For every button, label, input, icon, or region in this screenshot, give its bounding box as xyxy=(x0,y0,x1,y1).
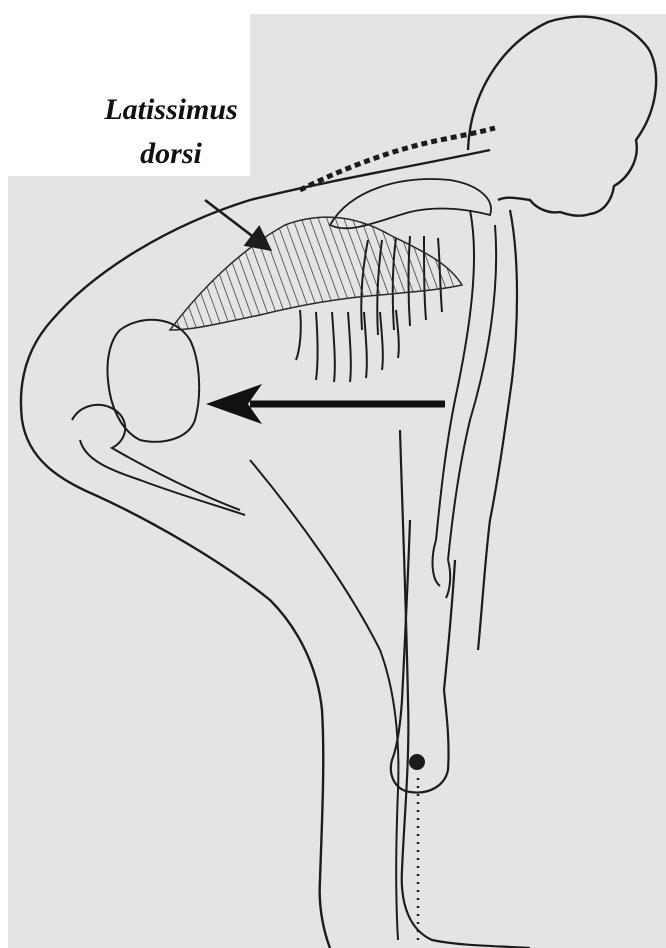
muscle-label-line-1: Latissimus xyxy=(92,88,250,132)
muscle-label-line-2: dorsi xyxy=(92,132,250,176)
muscle-label: Latissimus dorsi xyxy=(92,88,250,176)
hand-weight-dot-icon xyxy=(409,754,425,770)
